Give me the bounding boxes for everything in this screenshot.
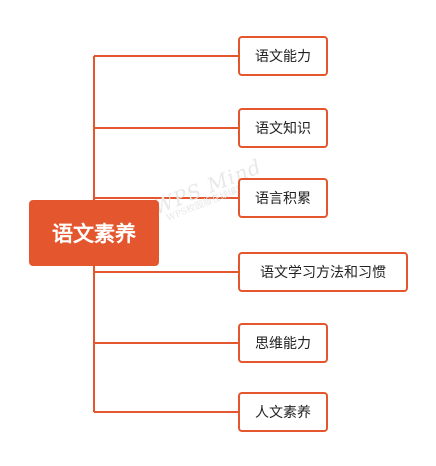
child-node-4[interactable]: 语文学习方法和习惯 [238, 252, 408, 292]
child-node-5[interactable]: 思维能力 [238, 323, 328, 363]
child-node-3[interactable]: 语言积累 [238, 178, 328, 218]
child-node-1[interactable]: 语文能力 [238, 36, 328, 76]
root-node[interactable]: 语文素养 [29, 200, 159, 266]
child-node-6[interactable]: 人文素养 [238, 392, 328, 432]
child-node-2[interactable]: 语文知识 [238, 108, 328, 148]
